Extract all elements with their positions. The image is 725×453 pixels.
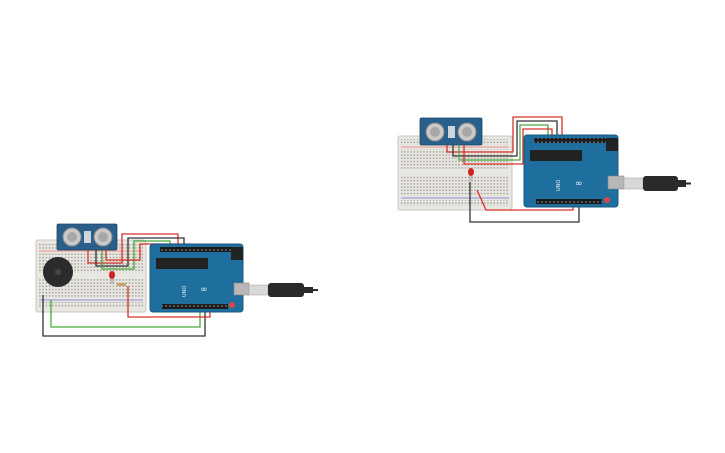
power-jack <box>606 138 618 151</box>
analog-header[interactable] <box>536 199 602 204</box>
ultrasonic-sensor[interactable] <box>56 223 118 251</box>
piezo-buzzer[interactable] <box>43 257 73 287</box>
usb-port <box>233 282 250 296</box>
reset-button[interactable] <box>229 302 235 308</box>
circuit-right[interactable]: ∞ UNO <box>397 116 691 223</box>
reset-button[interactable] <box>604 197 610 203</box>
breadboard[interactable] <box>397 135 513 211</box>
usb-port <box>607 175 625 190</box>
digital-header[interactable] <box>534 138 610 143</box>
ultrasonic-sensor[interactable] <box>419 117 483 146</box>
power-jack <box>231 247 243 260</box>
circuit-left[interactable]: ∞ UNO <box>35 223 318 337</box>
arduino-logo: ∞ <box>575 179 583 189</box>
analog-header[interactable] <box>162 304 228 309</box>
arduino-model-label: UNO <box>182 286 188 297</box>
digital-header[interactable] <box>160 247 236 252</box>
arduino-uno[interactable]: ∞ UNO <box>523 134 625 208</box>
led[interactable] <box>468 168 474 181</box>
usb-cable[interactable] <box>248 283 318 297</box>
arduino-logo: ∞ <box>200 285 208 295</box>
led[interactable] <box>109 271 115 284</box>
usb-cable[interactable] <box>623 176 691 191</box>
atmega-chip <box>530 150 582 161</box>
resistor[interactable] <box>117 283 126 286</box>
arduino-model-label: UNO <box>556 180 562 191</box>
atmega-chip <box>156 258 208 269</box>
arduino-uno[interactable]: ∞ UNO <box>149 243 250 313</box>
